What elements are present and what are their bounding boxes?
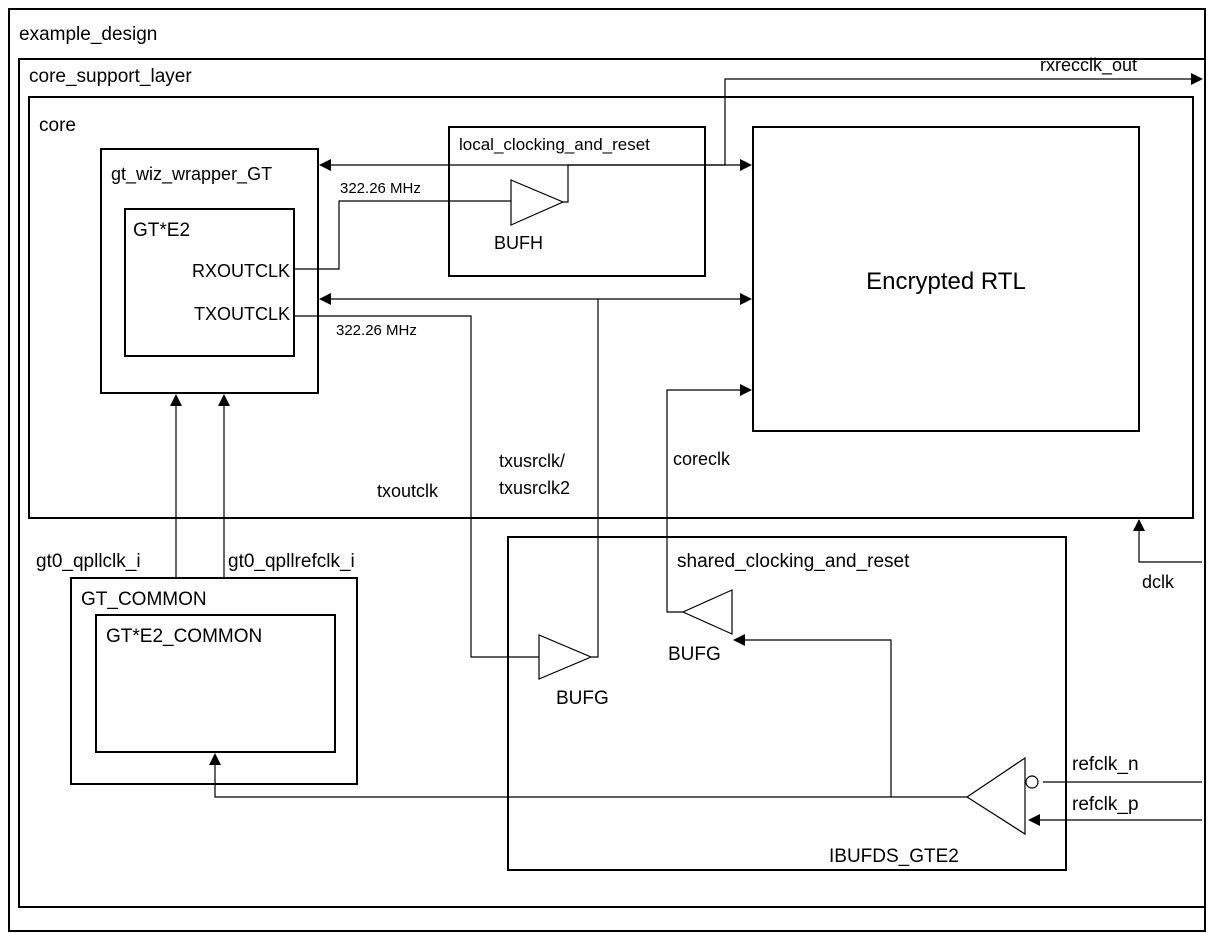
refclk-n-label: refclk_n bbox=[1072, 754, 1139, 775]
core-box bbox=[28, 96, 1194, 519]
gt-e2-common-label: GT*E2_COMMON bbox=[106, 626, 262, 647]
lower-bus-left-arrowhead bbox=[319, 293, 331, 305]
refclk-p-label: refclk_p bbox=[1072, 794, 1139, 815]
bufh-label: BUFH bbox=[494, 233, 543, 253]
qpllrefclk-arrowhead bbox=[218, 394, 230, 406]
dclk-arrowhead bbox=[1133, 519, 1145, 531]
example-design-label: example_design bbox=[19, 24, 157, 45]
top-bus-right-arrowhead bbox=[740, 159, 752, 171]
bufg-tx-label: BUFG bbox=[556, 688, 609, 709]
gt-e2-common-box bbox=[95, 614, 336, 753]
shared-clocking-box bbox=[507, 536, 1067, 871]
bufg-input-arrowhead bbox=[733, 634, 745, 646]
rxoutclk-port-label: RXOUTCLK bbox=[192, 261, 290, 281]
bufg-core-buffer-icon bbox=[681, 589, 733, 635]
shared-clocking-label: shared_clocking_and_reset bbox=[677, 551, 910, 572]
qpllrefclk-label: gt0_qpllrefclk_i bbox=[228, 551, 355, 572]
txoutclk-wire bbox=[294, 315, 539, 658]
refclk-p-arrowhead bbox=[1028, 814, 1040, 826]
gt-e2-label: GT*E2 bbox=[133, 220, 190, 241]
rxrecclk-out-arrowhead bbox=[1191, 73, 1203, 85]
qpllclk-label: gt0_qpllclk_i bbox=[36, 551, 141, 572]
core-support-layer-box bbox=[18, 58, 1206, 908]
gt-wiz-wrapper-box bbox=[100, 148, 319, 394]
ibufds-to-common-wire bbox=[214, 762, 967, 798]
freq-rx-label: 322.26 MHz bbox=[340, 180, 421, 197]
freq-tx-label: 322.26 MHz bbox=[336, 322, 417, 339]
qpllclk-arrowhead bbox=[170, 394, 182, 406]
encrypted-rtl-box bbox=[752, 126, 1140, 432]
coreclk-wire bbox=[666, 389, 743, 613]
gt-common-box bbox=[70, 577, 358, 785]
bufh-buffer-icon bbox=[510, 179, 565, 226]
lower-bus-right-arrowhead bbox=[740, 293, 752, 305]
txoutclk-port-label: TXOUTCLK bbox=[194, 304, 290, 324]
core-label: core bbox=[39, 115, 76, 136]
txoutclk-signal-label: txoutclk bbox=[377, 481, 439, 501]
coreclk-arrowhead bbox=[740, 384, 752, 396]
top-bus-left-arrowhead bbox=[319, 159, 331, 171]
txusrclk-label-line1: txusrclk/ bbox=[499, 451, 565, 471]
ibufds-inversion-bubble-icon bbox=[1025, 775, 1039, 789]
rxrecclk-out-label: rxrecclk_out bbox=[1040, 55, 1137, 76]
bufg-core-label: BUFG bbox=[668, 644, 721, 665]
ibufds-to-bufg-wire bbox=[743, 639, 892, 797]
gt-e2-box bbox=[124, 208, 295, 357]
local-clocking-label: local_clocking_and_reset bbox=[459, 135, 650, 154]
core-support-layer-label: core_support_layer bbox=[29, 66, 192, 87]
ibufds-label: IBUFDS_GTE2 bbox=[829, 846, 959, 867]
encrypted-rtl-label: Encrypted RTL bbox=[866, 268, 1026, 295]
bufg-tx-buffer-icon bbox=[538, 634, 593, 680]
dclk-wire bbox=[1138, 528, 1202, 563]
gt-common-label: GT_COMMON bbox=[81, 589, 207, 610]
ibufds-buffer-icon bbox=[965, 756, 1026, 836]
gt-wiz-wrapper-label: gt_wiz_wrapper_GT bbox=[111, 164, 272, 185]
dclk-label: dclk bbox=[1142, 572, 1175, 592]
rxoutclk-wire bbox=[294, 200, 511, 270]
txusrclk-label-line2: txusrclk2 bbox=[499, 478, 570, 498]
common-input-arrowhead bbox=[209, 753, 221, 765]
coreclk-label: coreclk bbox=[673, 449, 731, 469]
txusrclk-wire bbox=[591, 299, 599, 658]
